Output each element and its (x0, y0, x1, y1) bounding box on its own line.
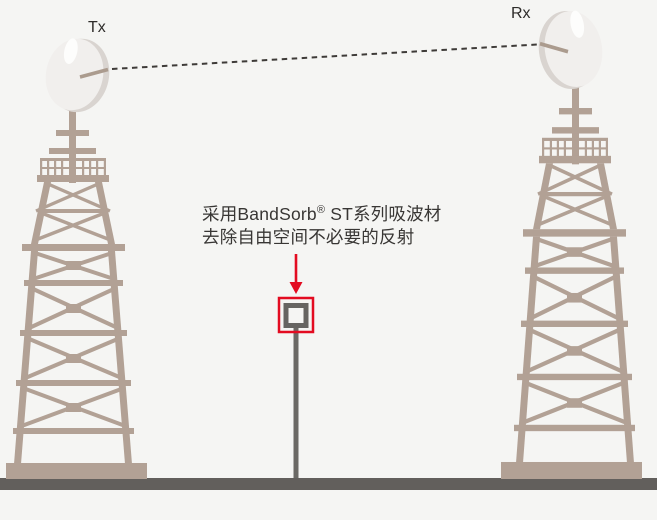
ground-line (0, 478, 657, 490)
annotation-line2: 去除自由空间不必要的反射 (202, 227, 415, 247)
signal-path-line (111, 43, 538, 70)
annotation-line1: 采用BandSorb® ST系列吸波材 (202, 204, 442, 224)
rx-label: Rx (511, 5, 531, 22)
pointer-arrow-icon (289, 254, 303, 294)
absorber-panel-icon (283, 303, 309, 328)
registered-mark: ® (316, 204, 326, 217)
tx-label: Tx (88, 19, 106, 36)
absorber-pole (293, 315, 299, 478)
rx-tower (501, 4, 642, 479)
tx-tower (4, 30, 149, 481)
annotation-text: 采用BandSorb® ST系列吸波材 去除自由空间不必要的反射 (202, 203, 462, 249)
highlight-box (277, 296, 315, 334)
